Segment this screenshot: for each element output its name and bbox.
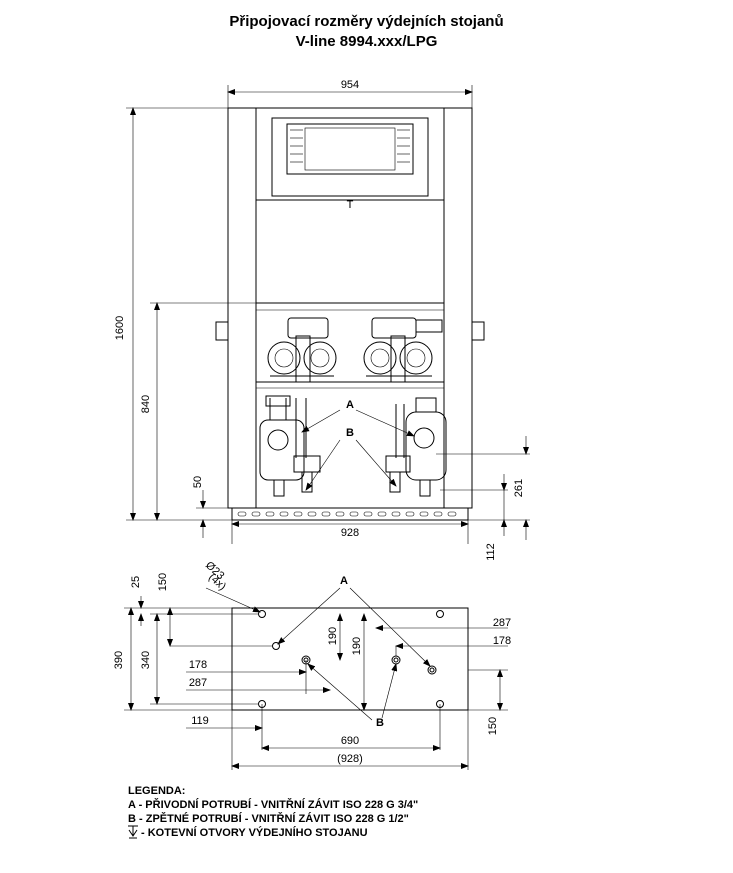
dispenser-body xyxy=(227,107,473,509)
dim-261: 261 xyxy=(513,479,525,497)
front-label-a: A xyxy=(346,399,354,411)
dim-690: 690 xyxy=(341,735,359,747)
dim-112: 112 xyxy=(485,543,497,561)
anchor-hole-symbol xyxy=(128,825,138,839)
dim-190-a: 190 xyxy=(327,627,339,645)
legend-line-anchor: - KOTEVNÍ OTVORY VÝDEJNÍHO STOJANU xyxy=(141,827,368,839)
legend-line-a: A - PŘIVODNÍ POTRUBÍ - VNITŘNÍ ZÁVIT ISO… xyxy=(128,799,419,811)
meter-unit-left xyxy=(267,317,337,383)
pipe-a-left xyxy=(272,642,280,650)
footprint-outline xyxy=(231,607,469,711)
svg-text:T: T xyxy=(347,199,354,211)
dim-178-right: 178 xyxy=(493,635,511,647)
dim-287-left: 287 xyxy=(189,677,207,689)
pipe-b-right xyxy=(391,655,401,665)
dim-190-b: 190 xyxy=(351,637,363,655)
meter-unit-right xyxy=(363,317,443,383)
dim-840: 840 xyxy=(140,395,152,413)
dim-50: 50 xyxy=(192,476,204,488)
plan-view: Ø23 (4x) A B 390 340 25 150 190 190 xyxy=(113,559,511,770)
title-line-2: V-line 8994.xxx/LPG xyxy=(295,33,438,50)
pipe-a-right xyxy=(427,665,437,675)
gas-separator-left xyxy=(259,395,321,497)
front-view: 954 T xyxy=(114,79,530,561)
dim-390: 390 xyxy=(113,651,125,669)
dim-928-plan: (928) xyxy=(337,753,363,765)
dim-340: 340 xyxy=(140,651,152,669)
plan-label-b: B xyxy=(376,717,384,729)
plan-label-a: A xyxy=(340,575,348,587)
legend-line-b: B - ZPĚTNÉ POTRUBÍ - VNITŘNÍ ZÁVIT ISO 2… xyxy=(128,813,409,825)
display-panel xyxy=(271,117,429,197)
title-line-1: Připojovací rozměry výdejních stojanů xyxy=(229,13,504,30)
dim-150-top: 150 xyxy=(157,573,169,591)
legend-heading: LEGENDA: xyxy=(128,785,186,797)
dim-119: 119 xyxy=(191,715,209,727)
dim-178-left: 178 xyxy=(189,659,207,671)
dim-25: 25 xyxy=(130,576,142,588)
anchor-holes xyxy=(258,610,444,708)
gas-separator-right xyxy=(385,397,447,497)
dim-928-front: 928 xyxy=(341,527,359,539)
front-label-b: B xyxy=(346,427,354,439)
dim-1600: 1600 xyxy=(114,316,126,340)
dim-150-right: 150 xyxy=(487,717,499,735)
base-frame xyxy=(231,507,469,521)
dim-954: 954 xyxy=(341,79,359,91)
dim-287-right: 287 xyxy=(493,617,511,629)
